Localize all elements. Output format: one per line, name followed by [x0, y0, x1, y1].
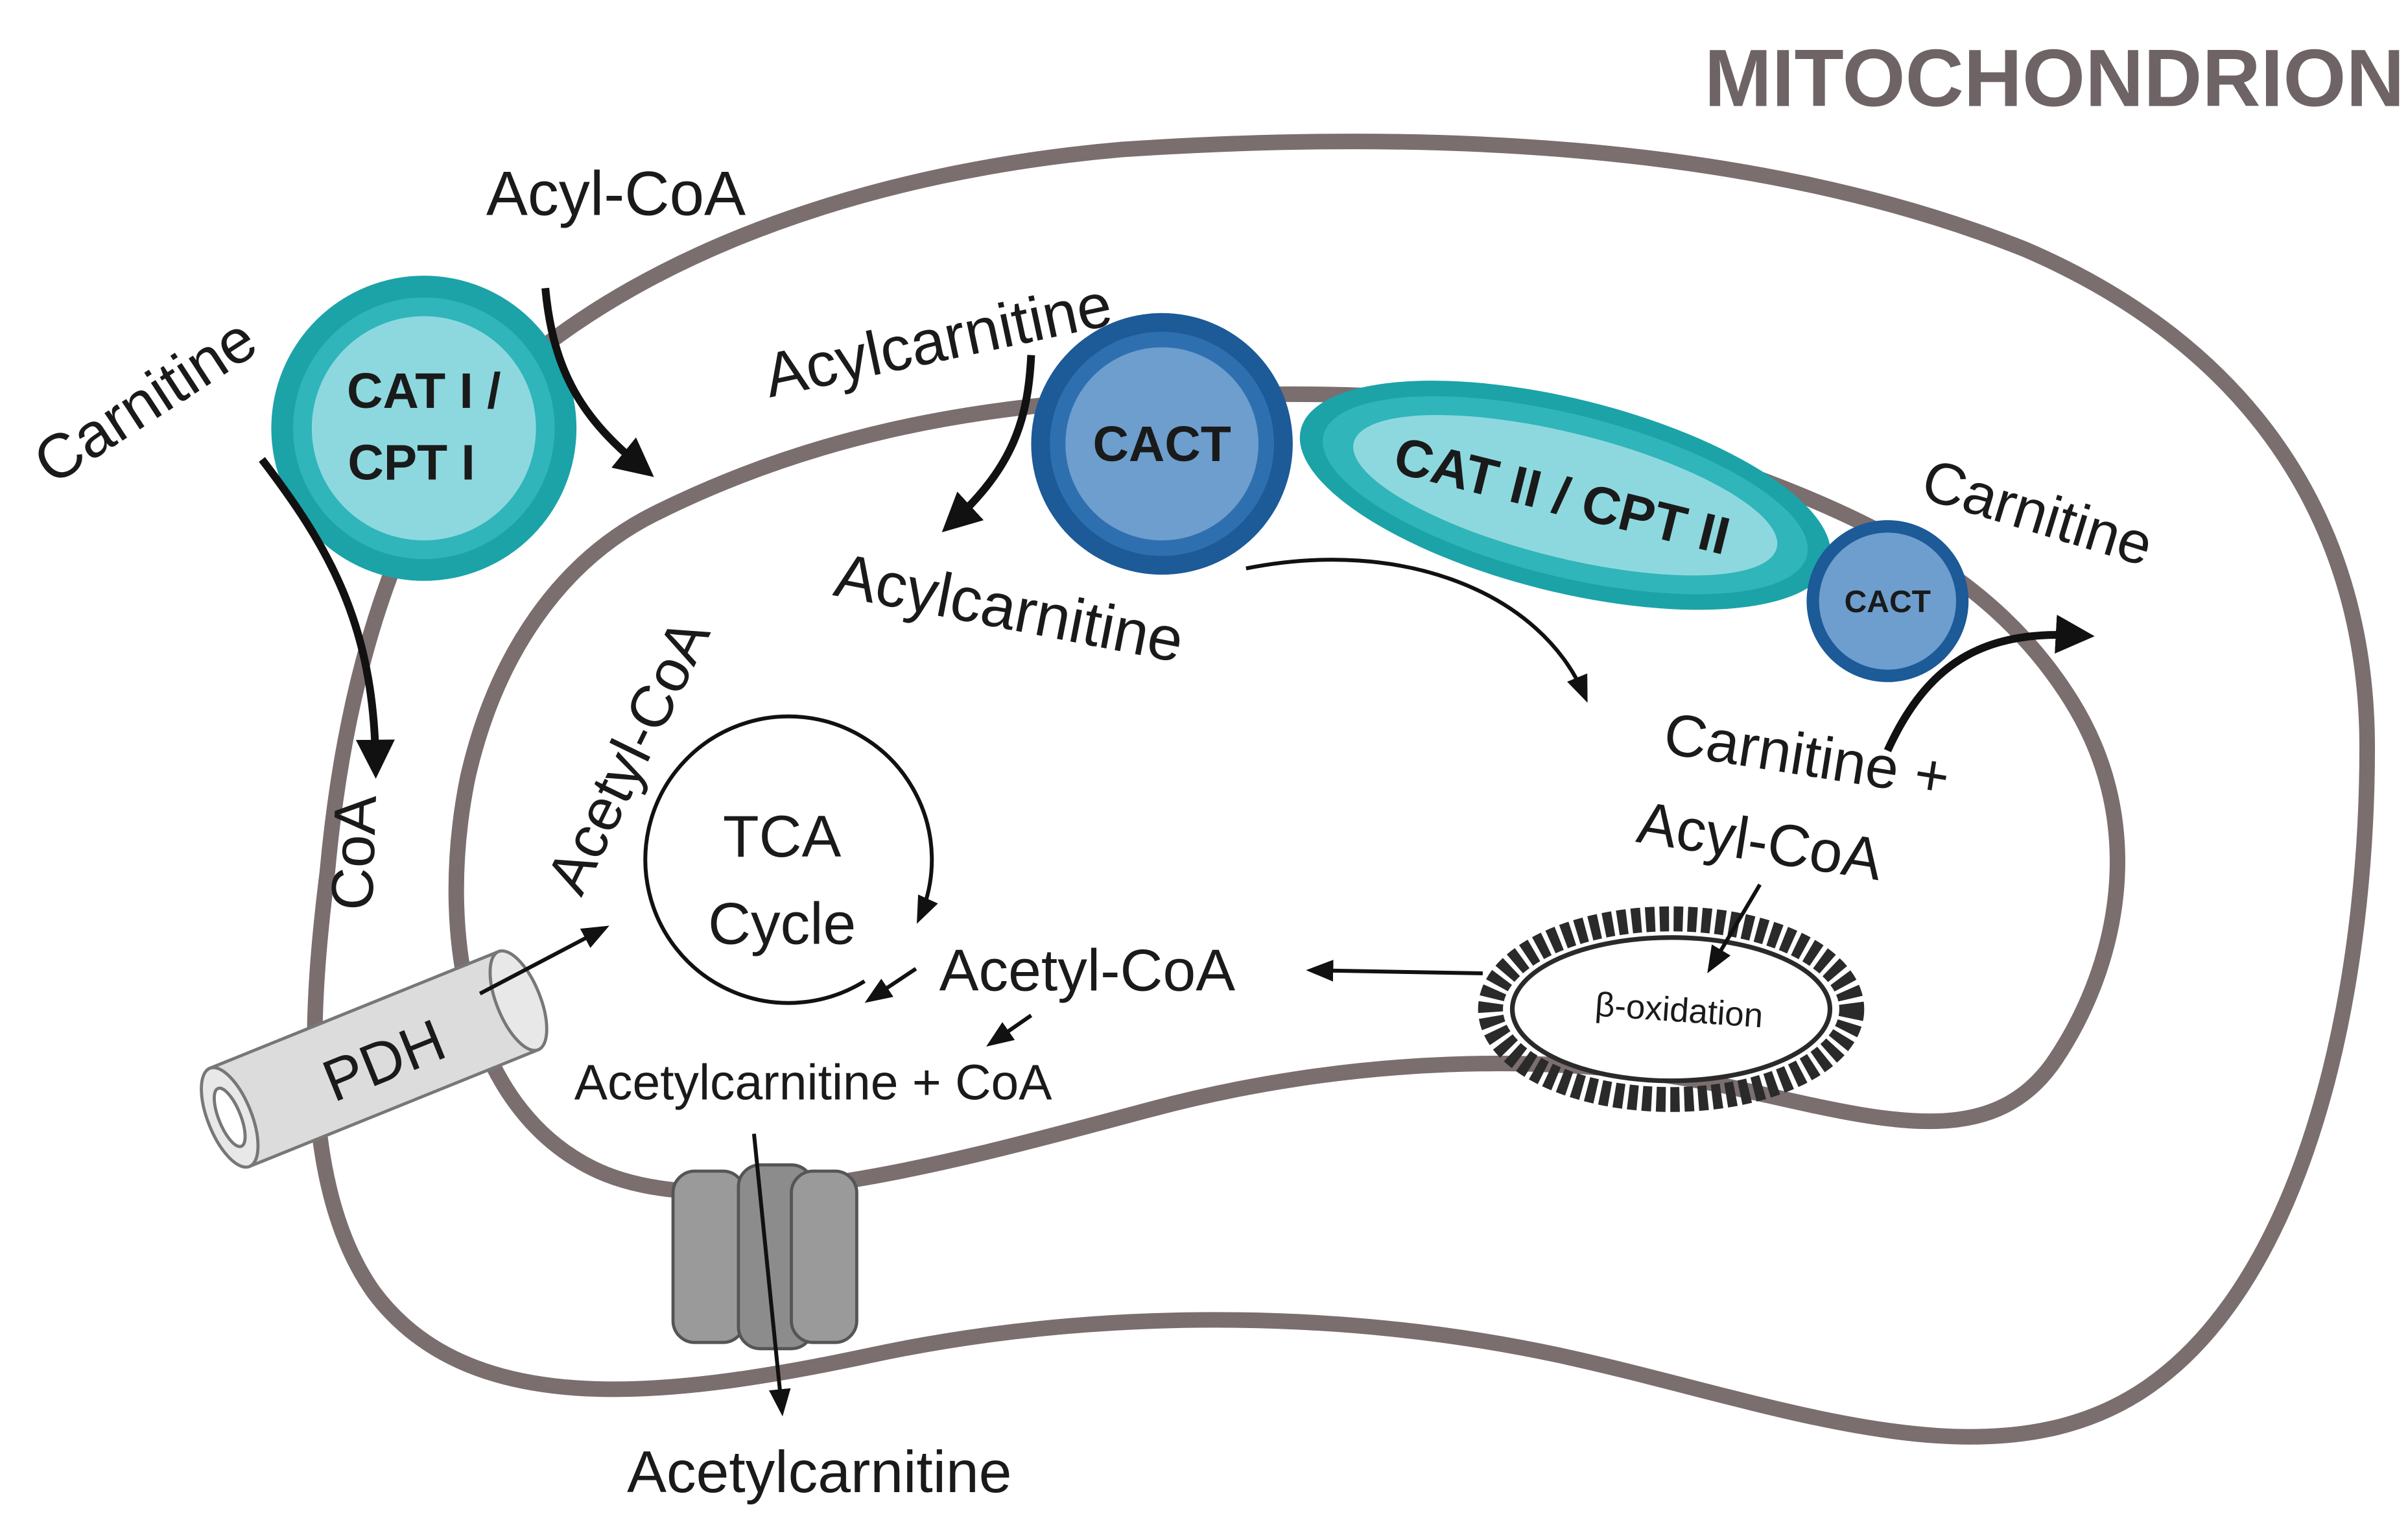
carnitine-left-label: Carnitine — [22, 304, 269, 498]
arrow-acyl-to-beta — [1707, 883, 1762, 974]
arrow-pdh-to-tca — [478, 925, 609, 995]
arrow-cpt2-to-products — [1245, 558, 1588, 703]
acetyl-coa-center-label: Acetyl-CoA — [939, 937, 1236, 1003]
outer-membrane — [307, 134, 2376, 1445]
cpt1-label: CPT I — [348, 435, 475, 491]
tca-label-line2: Cycle — [708, 890, 856, 956]
cat1-cpt1-enzyme — [271, 276, 577, 581]
arrow-acetylcarnitine-out — [751, 1134, 791, 1417]
cact-large-label: CACT — [1092, 416, 1231, 472]
coa-label: CoA — [319, 794, 389, 911]
acetyl-coa-rotated-label: Acetyl-CoA — [534, 609, 723, 904]
cat1-label: CAT I / — [347, 363, 501, 419]
arrow-beta-to-acetyl — [1306, 960, 1483, 982]
acyl-coa-top-label: Acyl-CoA — [486, 159, 746, 228]
arrow-carnitine-out — [1883, 614, 2095, 753]
cat2-cpt2-enzyme — [1299, 381, 1831, 610]
cact-large-transporter — [1031, 313, 1293, 575]
acetylcarnitine-coa-label: Acetylcarnitine + CoA — [574, 1055, 1053, 1111]
acetylcarnitine-bottom-label: Acetylcarnitine — [627, 1439, 1011, 1505]
tca-label-line1: TCA — [723, 803, 842, 870]
transport-channel — [671, 1163, 858, 1351]
pdh-cylinder — [200, 949, 549, 1169]
arrow-acetyl-to-acetylcarnitine — [986, 1014, 1033, 1047]
arrow-carnitine-coa — [259, 457, 395, 779]
cact-small-label: CACT — [1845, 585, 1931, 619]
arrow-acetyl-to-tca — [864, 967, 917, 1003]
tca-cycle-circle — [643, 714, 938, 1005]
acyl-coa-right-label: Acyl-CoA — [1633, 789, 1887, 893]
arrow-acyl-coa-in — [541, 287, 654, 477]
beta-oxidation-ring — [1478, 906, 1865, 1112]
cact-small-transporter — [1806, 520, 1969, 682]
diagram-title: MITOCHONDRION — [1705, 33, 2405, 123]
arrow-acylcarnitine-in — [941, 355, 1035, 532]
